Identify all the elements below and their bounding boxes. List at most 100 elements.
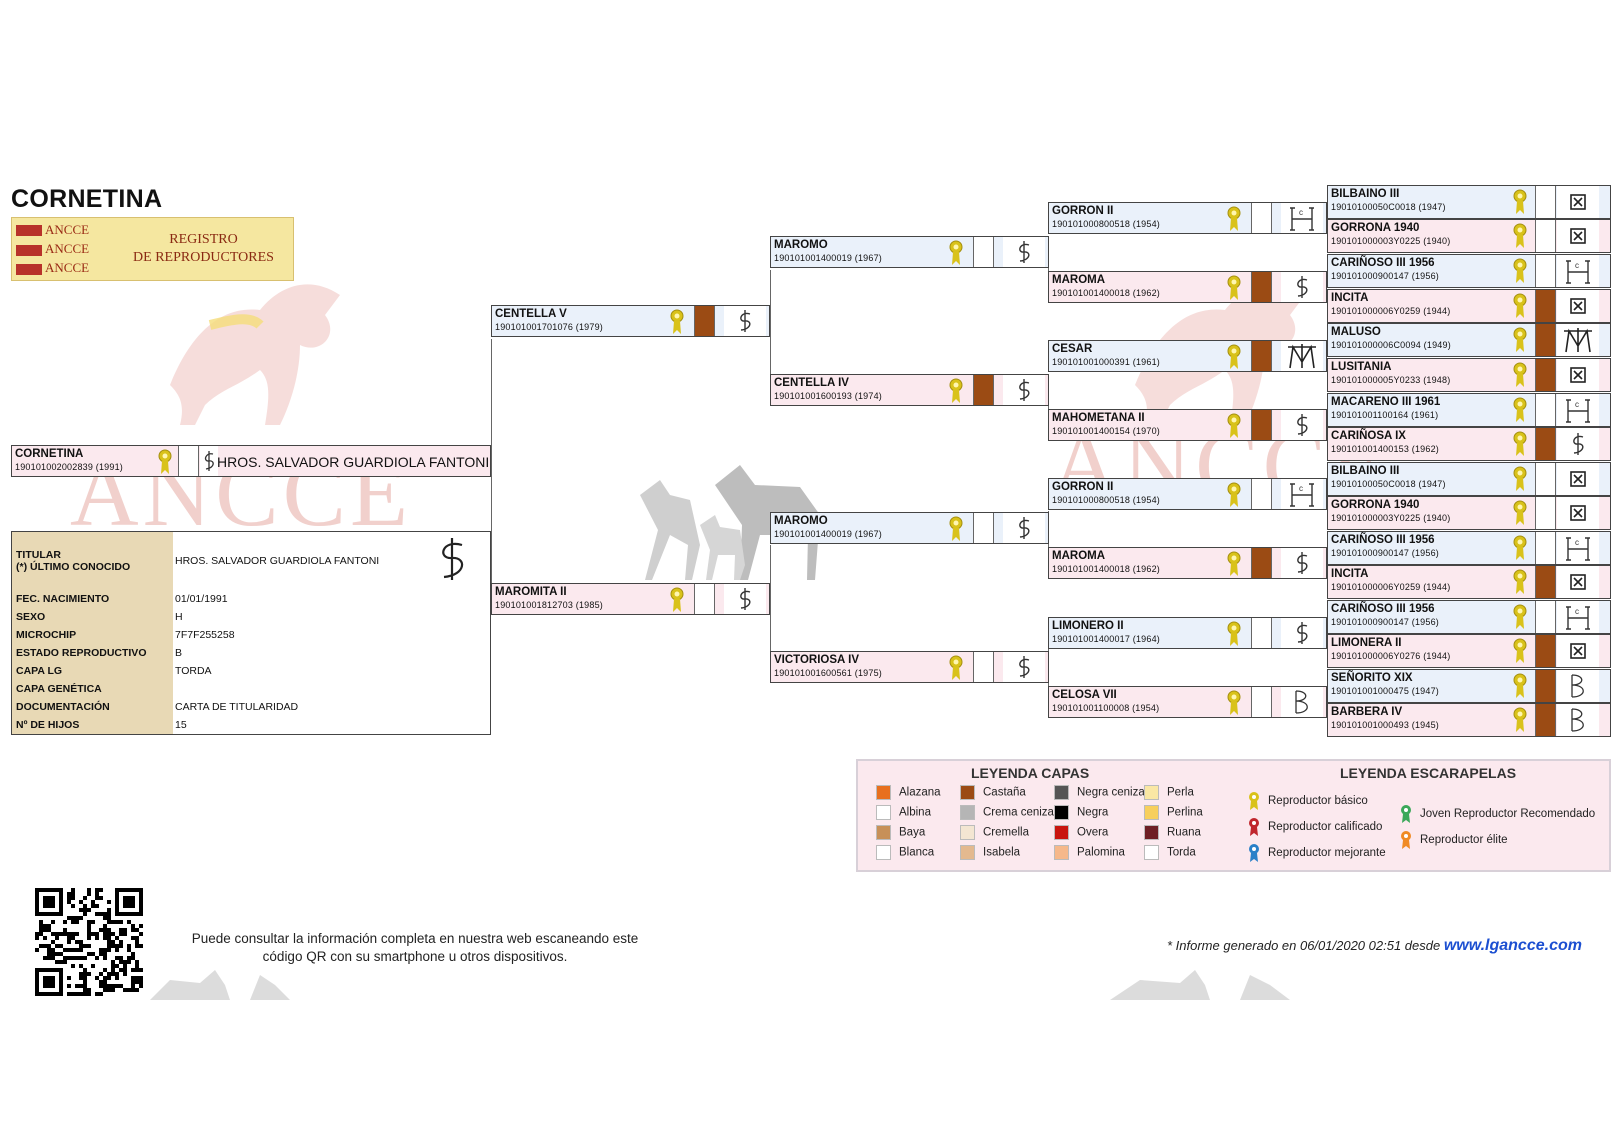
pedigree-horse[interactable]: MALUSO 190101000006C0094 (1949) xyxy=(1327,323,1611,357)
box-x-icon xyxy=(1557,290,1599,322)
horse-registration: 190101000003Y0225 (1940) xyxy=(1331,513,1451,523)
basic-rosette-icon xyxy=(670,309,684,334)
pedigree-line xyxy=(1048,236,1049,300)
pedigree-horse[interactable]: BARBERA IV 190101001000493 (1945) xyxy=(1327,703,1611,737)
horse-name: SEÑORITO XIX xyxy=(1331,672,1413,684)
basic-rosette-icon xyxy=(1513,223,1527,248)
horse-registration: 190101001400154 (1970) xyxy=(1052,426,1160,436)
basic-rosette-icon xyxy=(1227,413,1241,438)
coat-legend-item: Torda xyxy=(1144,845,1196,860)
pedigree-horse[interactable]: CENTELLA V 190101001701076 (1979) xyxy=(491,305,770,337)
box-x-icon xyxy=(1557,566,1599,598)
basic-rosette-icon xyxy=(1513,673,1527,698)
pedigree-horse[interactable]: CELOSA VII 190101001100008 (1954) xyxy=(1048,686,1327,718)
pedigree-line xyxy=(770,545,771,677)
horse-registration: 190101000006Y0259 (1944) xyxy=(1331,582,1451,592)
horse-registration: 190101002002839 (1991) xyxy=(15,462,123,472)
basic-rosette-icon xyxy=(1513,569,1527,594)
pedigree-horse[interactable]: LIMONERO II 190101001400017 (1964) xyxy=(1048,617,1327,649)
pedigree-horse[interactable]: INCITA 190101000006Y0259 (1944) xyxy=(1327,289,1611,323)
info-label: FEC. NACIMIENTO xyxy=(16,593,110,605)
svg-text:c: c xyxy=(1575,538,1579,547)
pedigree-horse[interactable]: MAROMITA II 190101001812703 (1985) xyxy=(491,583,770,615)
horse-name: MAROMO xyxy=(774,515,828,527)
coat-legend-item: Albina xyxy=(876,805,931,820)
pedigree-horse[interactable]: CESAR 190101001000391 (1961) xyxy=(1048,340,1327,372)
horse-name: LIMONERO II xyxy=(1052,620,1124,632)
coat-swatch xyxy=(1535,532,1556,564)
coat-legend-item: Perla xyxy=(1144,785,1194,800)
pedigree-horse[interactable]: CARIÑOSO III 1956 190101000900147 (1956)… xyxy=(1327,254,1611,288)
pedigree-horse[interactable]: GORRONA 1940 190101000003Y0225 (1940) xyxy=(1327,496,1611,530)
basic-rosette-icon xyxy=(1513,431,1527,456)
h-brand-icon: c xyxy=(1557,601,1599,633)
pedigree-horse[interactable]: CARIÑOSO III 1956 190101000900147 (1956)… xyxy=(1327,531,1611,565)
pedigree-horse[interactable]: MAROMA 190101001400018 (1962) xyxy=(1048,271,1327,303)
coat-swatch xyxy=(1251,410,1272,440)
coat-swatch xyxy=(1535,497,1556,529)
info-label: ESTADO REPRODUCTIVO xyxy=(16,647,147,659)
curl-icon xyxy=(1281,272,1323,302)
pedigree-horse[interactable]: CARIÑOSO III 1956 190101000900147 (1956)… xyxy=(1327,600,1611,634)
curl-icon xyxy=(1557,428,1599,460)
owner-name: HROS. SALVADOR GUARDIOLA FANTONI xyxy=(217,454,490,470)
box-x-icon xyxy=(1557,220,1599,252)
pedigree-horse[interactable]: MACARENO III 1961 190101001100164 (1961)… xyxy=(1327,393,1611,427)
horse-name: INCITA xyxy=(1331,292,1369,304)
ancce-registry-logo: ANCCE ANCCE ANCCE REGISTRO DE REPRODUCTO… xyxy=(11,217,294,281)
curl-icon xyxy=(1281,410,1323,440)
coat-legend-item: Baya xyxy=(876,825,925,840)
subject-horse[interactable]: CORNETINA 190101002002839 (1991) HROS. S… xyxy=(11,445,491,477)
horse-name: MACARENO III 1961 xyxy=(1331,396,1441,408)
coat-swatch xyxy=(1535,635,1556,667)
horse-registration: 190101000900147 (1956) xyxy=(1331,271,1439,281)
coat-swatch xyxy=(1535,670,1556,702)
coat-swatch xyxy=(1535,220,1556,252)
coat-swatch xyxy=(1535,394,1556,426)
website-link[interactable]: www.lgancce.com xyxy=(1443,937,1582,954)
coat-swatch xyxy=(973,513,994,543)
pedigree-horse[interactable]: INCITA 190101000006Y0259 (1944) xyxy=(1327,565,1611,599)
pedigree-horse[interactable]: BILBAINO III 19010100050C0018 (1947) xyxy=(1327,185,1611,219)
pedigree-horse[interactable]: BILBAINO III 19010100050C0018 (1947) xyxy=(1327,462,1611,496)
pedigree-horse[interactable]: MAHOMETANA II 190101001400154 (1970) xyxy=(1048,409,1327,441)
horse-name: GORRONA 1940 xyxy=(1331,222,1420,234)
pedigree-horse[interactable]: GORRON II 190101000800518 (1954) c xyxy=(1048,478,1327,510)
info-value: TORDA xyxy=(175,665,212,677)
horse-name: CORNETINA xyxy=(15,448,84,460)
pedigree-line xyxy=(491,339,492,601)
curl-icon xyxy=(1003,513,1045,543)
horse-registration: 190101000900147 (1956) xyxy=(1331,617,1439,627)
pedigree-horse[interactable]: GORRON II 190101000800518 (1954) c xyxy=(1048,202,1327,234)
info-value: H xyxy=(175,611,183,623)
box-x-icon xyxy=(1557,463,1599,495)
horse-registration: 190101001400018 (1962) xyxy=(1052,564,1160,574)
horse-title: CORNETINA xyxy=(11,185,163,213)
svg-text:c: c xyxy=(1575,607,1579,616)
basic-rosette-icon xyxy=(1513,466,1527,491)
horse-name: VICTORIOSA IV xyxy=(774,654,859,666)
pedigree-horse[interactable]: CENTELLA IV 190101001600193 (1974) xyxy=(770,374,1049,406)
coat-swatch xyxy=(1535,186,1556,218)
basic-rosette-icon xyxy=(1227,621,1241,646)
pedigree-horse[interactable]: CARIÑOSA IX 190101001400153 (1962) xyxy=(1327,427,1611,461)
horse-registration: 190101000800518 (1954) xyxy=(1052,219,1160,229)
pedigree-horse[interactable]: GORRONA 1940 190101000003Y0225 (1940) xyxy=(1327,219,1611,253)
pedigree-horse[interactable]: LIMONERA II 190101000006Y0276 (1944) xyxy=(1327,634,1611,668)
pedigree-horse[interactable]: LUSITANIA 190101000005Y0233 (1948) xyxy=(1327,358,1611,392)
b-brand-icon xyxy=(1281,687,1323,717)
svg-text:c: c xyxy=(1575,400,1579,409)
box-x-icon xyxy=(1557,635,1599,667)
info-label: TITULAR (*) ÚLTIMO CONOCIDO xyxy=(16,549,131,573)
pedigree-horse[interactable]: MAROMO 190101001400019 (1967) xyxy=(770,512,1049,544)
box-x-icon xyxy=(1557,359,1599,391)
pedigree-horse[interactable]: VICTORIOSA IV 190101001600561 (1975) xyxy=(770,651,1049,683)
pedigree-horse[interactable]: MAROMO 190101001400019 (1967) xyxy=(770,236,1049,268)
pedigree-horse[interactable]: MAROMA 190101001400018 (1962) xyxy=(1048,547,1327,579)
pedigree-horse[interactable]: SEÑORITO XIX 190101001000475 (1947) xyxy=(1327,669,1611,703)
horse-name: GORRON II xyxy=(1052,205,1114,217)
basic-rosette-icon xyxy=(949,655,963,680)
basic-rosette-icon xyxy=(1513,397,1527,422)
horse-registration: 19010100050C0018 (1947) xyxy=(1331,202,1446,212)
basic-rosette-icon xyxy=(1513,500,1527,525)
